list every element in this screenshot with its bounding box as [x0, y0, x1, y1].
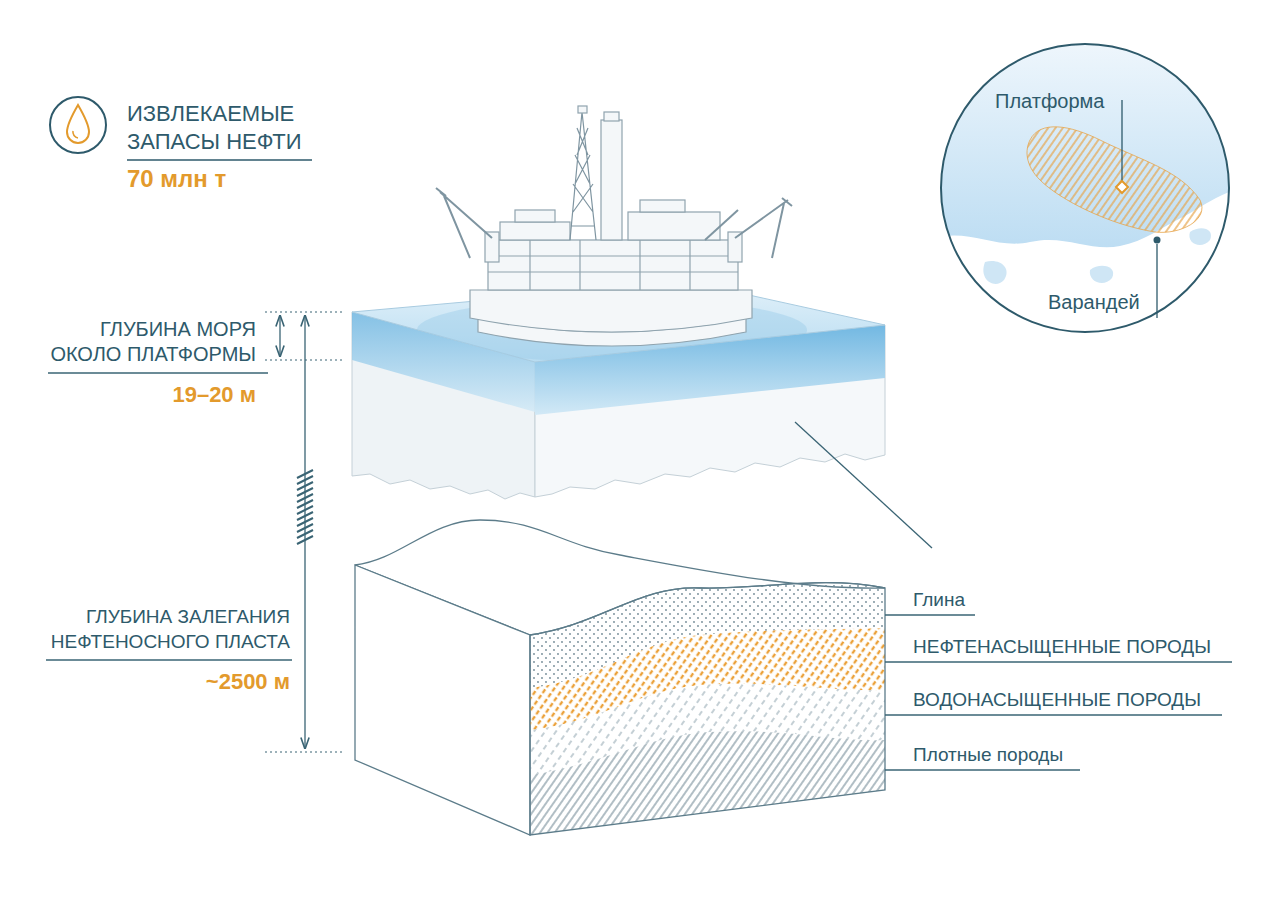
layer-label: НЕФТЕНАСЫЩЕННЫЕ ПОРОДЫ [913, 635, 1211, 659]
map-circle: ПлатформаВарандей [940, 43, 1230, 333]
platform-marker [1116, 181, 1128, 193]
layer-label: ВОДОНАСЫЩЕННЫЕ ПОРОДЫ [913, 688, 1201, 712]
leader-line [885, 769, 1080, 770]
platform-caisson [470, 290, 752, 332]
sea-surface [352, 282, 885, 362]
crane-pedestal [485, 232, 499, 262]
block-left-face [355, 565, 530, 835]
flare-tip [604, 112, 619, 121]
leader-line [885, 714, 1222, 715]
leader-line [885, 614, 975, 615]
platform [436, 106, 792, 346]
value-label: ~2500 м [90, 668, 290, 696]
break-mark [297, 470, 313, 544]
map-label: Платформа [995, 89, 1104, 113]
platform-module [515, 210, 555, 222]
crane-boom [705, 210, 738, 240]
sea-depth-arrow [279, 316, 280, 356]
leader-line [1156, 244, 1157, 318]
underline [46, 659, 292, 661]
crane-pedestal [728, 232, 742, 262]
flare-tower [601, 120, 622, 240]
platform-module [628, 212, 720, 240]
heading-label: ГЛУБИНА МОРЯ ОКОЛО ПЛАТФОРМЫ [34, 317, 256, 368]
level-line [265, 312, 345, 313]
underline [127, 159, 312, 161]
leader-lines [795, 422, 1232, 770]
lake [1189, 228, 1211, 245]
heading-label: ГЛУБИНА ЗАЛЕГАНИЯ НЕФТЕНОСНОГО ПЛАСТА [38, 605, 290, 654]
leader-line [885, 661, 1232, 662]
crane-boom [436, 188, 492, 258]
underline [48, 372, 268, 374]
oil-drop-icon [67, 105, 89, 143]
icon-ring [50, 97, 106, 153]
platform-deck [488, 240, 738, 290]
lake [1090, 266, 1113, 283]
reservoir-depth-arrow [304, 316, 305, 748]
oil-field [1027, 127, 1202, 233]
map-label: Варандей [1048, 290, 1140, 314]
map-content [940, 43, 1230, 333]
platform-module [640, 200, 685, 212]
oil-drop-highlight [73, 131, 78, 138]
value-label: 70 млн т [127, 164, 327, 195]
value-label: 19–20 м [56, 381, 256, 409]
level-line [265, 752, 345, 753]
derrick [570, 112, 596, 240]
leader-line [795, 422, 932, 548]
dimension-lines [46, 312, 345, 752]
deck-lines [488, 240, 738, 290]
block-front-face [530, 583, 885, 835]
map-border [941, 44, 1229, 332]
terminal-marker [1154, 237, 1161, 244]
layer-label: Плотные породы [913, 743, 1063, 767]
derrick-top [578, 106, 587, 113]
leader-line [1121, 100, 1122, 181]
heading-label: ИЗВЛЕКАЕМЫЕ ЗАПАСЫ НЕФТИ [127, 100, 327, 156]
map-inset [940, 43, 1230, 333]
layer-label: Глина [913, 588, 965, 612]
lake [983, 261, 1006, 284]
platform-module [500, 222, 570, 240]
dense-layer [530, 731, 885, 835]
crane-boom [735, 198, 792, 258]
